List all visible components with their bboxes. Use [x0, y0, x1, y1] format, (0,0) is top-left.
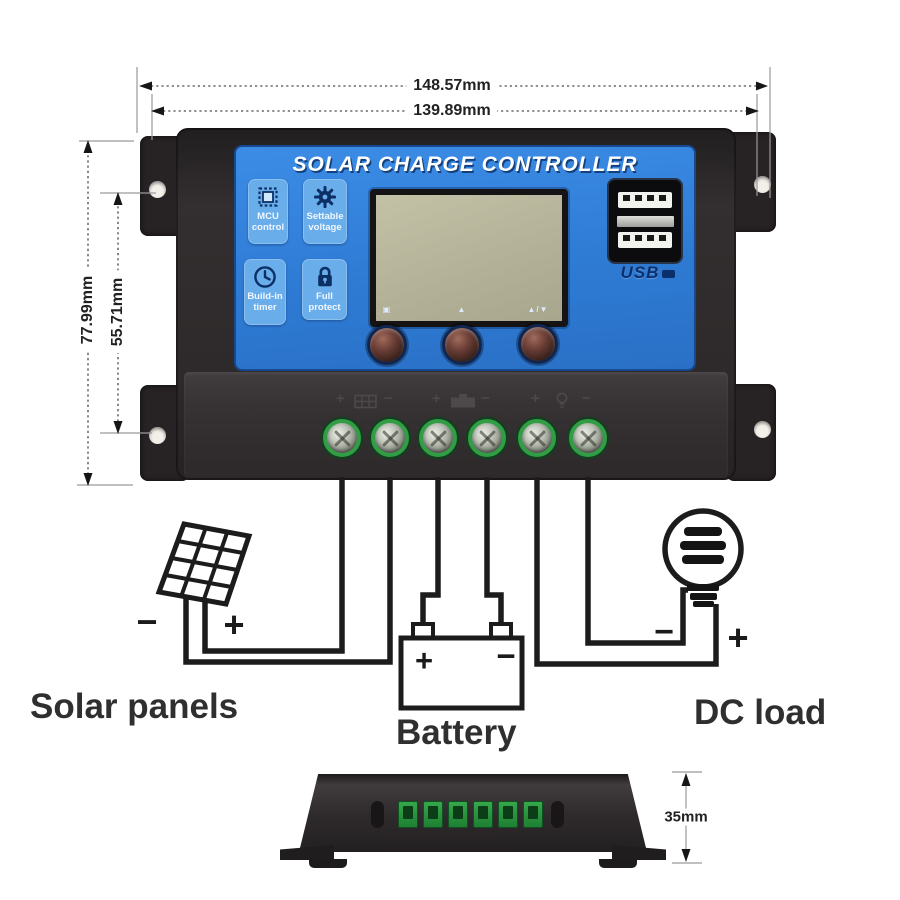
side-slot-right — [551, 801, 564, 828]
usb-port-top — [618, 192, 672, 208]
terminal-opening — [428, 806, 438, 819]
solar-wire-positive — [202, 477, 345, 654]
battery-marking-icon — [451, 394, 475, 408]
terminal-strip: + − + − + − — [184, 372, 728, 478]
side-foot-left — [280, 845, 334, 860]
usb-shell — [617, 216, 674, 227]
side-terminal-6 — [523, 801, 543, 828]
load-minus-sign: − — [654, 613, 674, 651]
solar-panel-icon — [155, 521, 253, 607]
product-title: SOLAR CHARGE CONTROLLER — [292, 153, 638, 176]
menu-button-label: ▣ — [382, 305, 392, 314]
lcd-screen — [370, 189, 568, 327]
mounting-hole-icon — [149, 181, 166, 198]
dim-height-outer-label: 77.99mm — [79, 268, 97, 352]
terminal-solar-plus: + — [336, 390, 345, 407]
terminal-solar-minus: − — [384, 390, 393, 407]
terminal-opening — [403, 806, 413, 819]
usb-port-bottom — [618, 232, 672, 248]
up-button-label: ▲ — [457, 305, 467, 314]
side-slot-left — [371, 801, 384, 828]
feature-label: voltage — [308, 222, 342, 233]
clock-icon — [254, 266, 276, 288]
feature-label: control — [251, 222, 285, 233]
terminal-opening — [503, 806, 513, 819]
solar-panels-label: Solar panels — [30, 687, 239, 726]
dim-width-outer-label: 148.57mm — [406, 77, 498, 95]
battery-plus-sign: + — [415, 643, 433, 678]
feature-label: Settable — [306, 211, 344, 222]
terminal-load-minus: − — [582, 390, 591, 407]
updown-button-label: ▲/▼ — [527, 305, 549, 314]
feature-label: MCU — [257, 211, 279, 222]
usb-ports-icon — [607, 178, 683, 264]
menu-button — [367, 325, 407, 365]
side-terminal-4 — [473, 801, 493, 828]
usb-plug-icon — [662, 270, 676, 278]
battery-wire-positive — [420, 477, 441, 626]
feature-label: protect — [308, 302, 341, 313]
feature-tile-protect: Full protect — [302, 259, 347, 320]
load-plus-sign: + — [727, 617, 748, 658]
terminal-screw-5 — [518, 419, 556, 457]
mcu-chip-icon — [258, 187, 278, 207]
dim-height-inner-label: 55.71mm — [109, 270, 127, 354]
terminal-opening — [453, 806, 463, 819]
up-button — [442, 325, 482, 365]
dc-load-label: DC load — [694, 693, 827, 732]
side-foot-right — [612, 845, 666, 860]
feature-tile-settable-voltage: Settable voltage — [303, 179, 347, 244]
side-tab-left — [309, 859, 347, 868]
gear-icon — [314, 186, 336, 208]
dim-width-inner-label: 139.89mm — [406, 102, 498, 120]
solar-panel-marking-icon — [354, 394, 377, 409]
side-terminal-2 — [423, 801, 443, 828]
mounting-hole-icon — [754, 176, 771, 193]
controller-faceplate: SOLAR CHARGE CONTROLLER MCU control — [234, 145, 696, 371]
dim-side-height-label: 35mm — [660, 808, 712, 826]
battery-icon — [398, 622, 525, 711]
side-terminal-1 — [398, 801, 418, 828]
terminal-screw-2 — [371, 419, 409, 457]
terminal-battery-minus: − — [481, 390, 490, 407]
terminal-opening — [478, 806, 488, 819]
side-terminal-5 — [498, 801, 518, 828]
load-wire-positive — [534, 477, 719, 667]
load-wire-negative — [585, 477, 688, 646]
solar-wire-negative — [183, 477, 393, 665]
battery-wire-negative — [484, 477, 504, 626]
feature-label: timer — [253, 302, 277, 313]
feature-label: Full — [316, 291, 333, 302]
solar-plus-sign: + — [223, 604, 244, 645]
battery-minus-sign: − — [496, 637, 515, 674]
light-bulb-icon — [662, 508, 744, 607]
feature-label: Build-in — [247, 291, 283, 302]
terminal-screw-1 — [323, 419, 361, 457]
side-tab-right — [599, 859, 637, 868]
terminal-screw-3 — [419, 419, 457, 457]
bulb-marking-icon — [556, 392, 568, 408]
terminal-battery-plus: + — [432, 390, 441, 407]
usb-logo: USB — [610, 263, 686, 283]
padlock-icon — [317, 266, 332, 287]
feature-tile-mcu: MCU control — [248, 179, 288, 244]
mounting-hole-icon — [149, 427, 166, 444]
mounting-hole-icon — [754, 421, 771, 438]
updown-button — [518, 324, 558, 364]
terminal-screw-6 — [569, 419, 607, 457]
battery-label: Battery — [396, 713, 517, 752]
side-terminal-3 — [448, 801, 468, 828]
solar-minus-sign: − — [136, 601, 157, 642]
terminal-screw-4 — [468, 419, 506, 457]
terminal-load-plus: + — [531, 390, 540, 407]
feature-tile-timer: Build-in timer — [244, 259, 286, 325]
terminal-opening — [528, 806, 538, 819]
